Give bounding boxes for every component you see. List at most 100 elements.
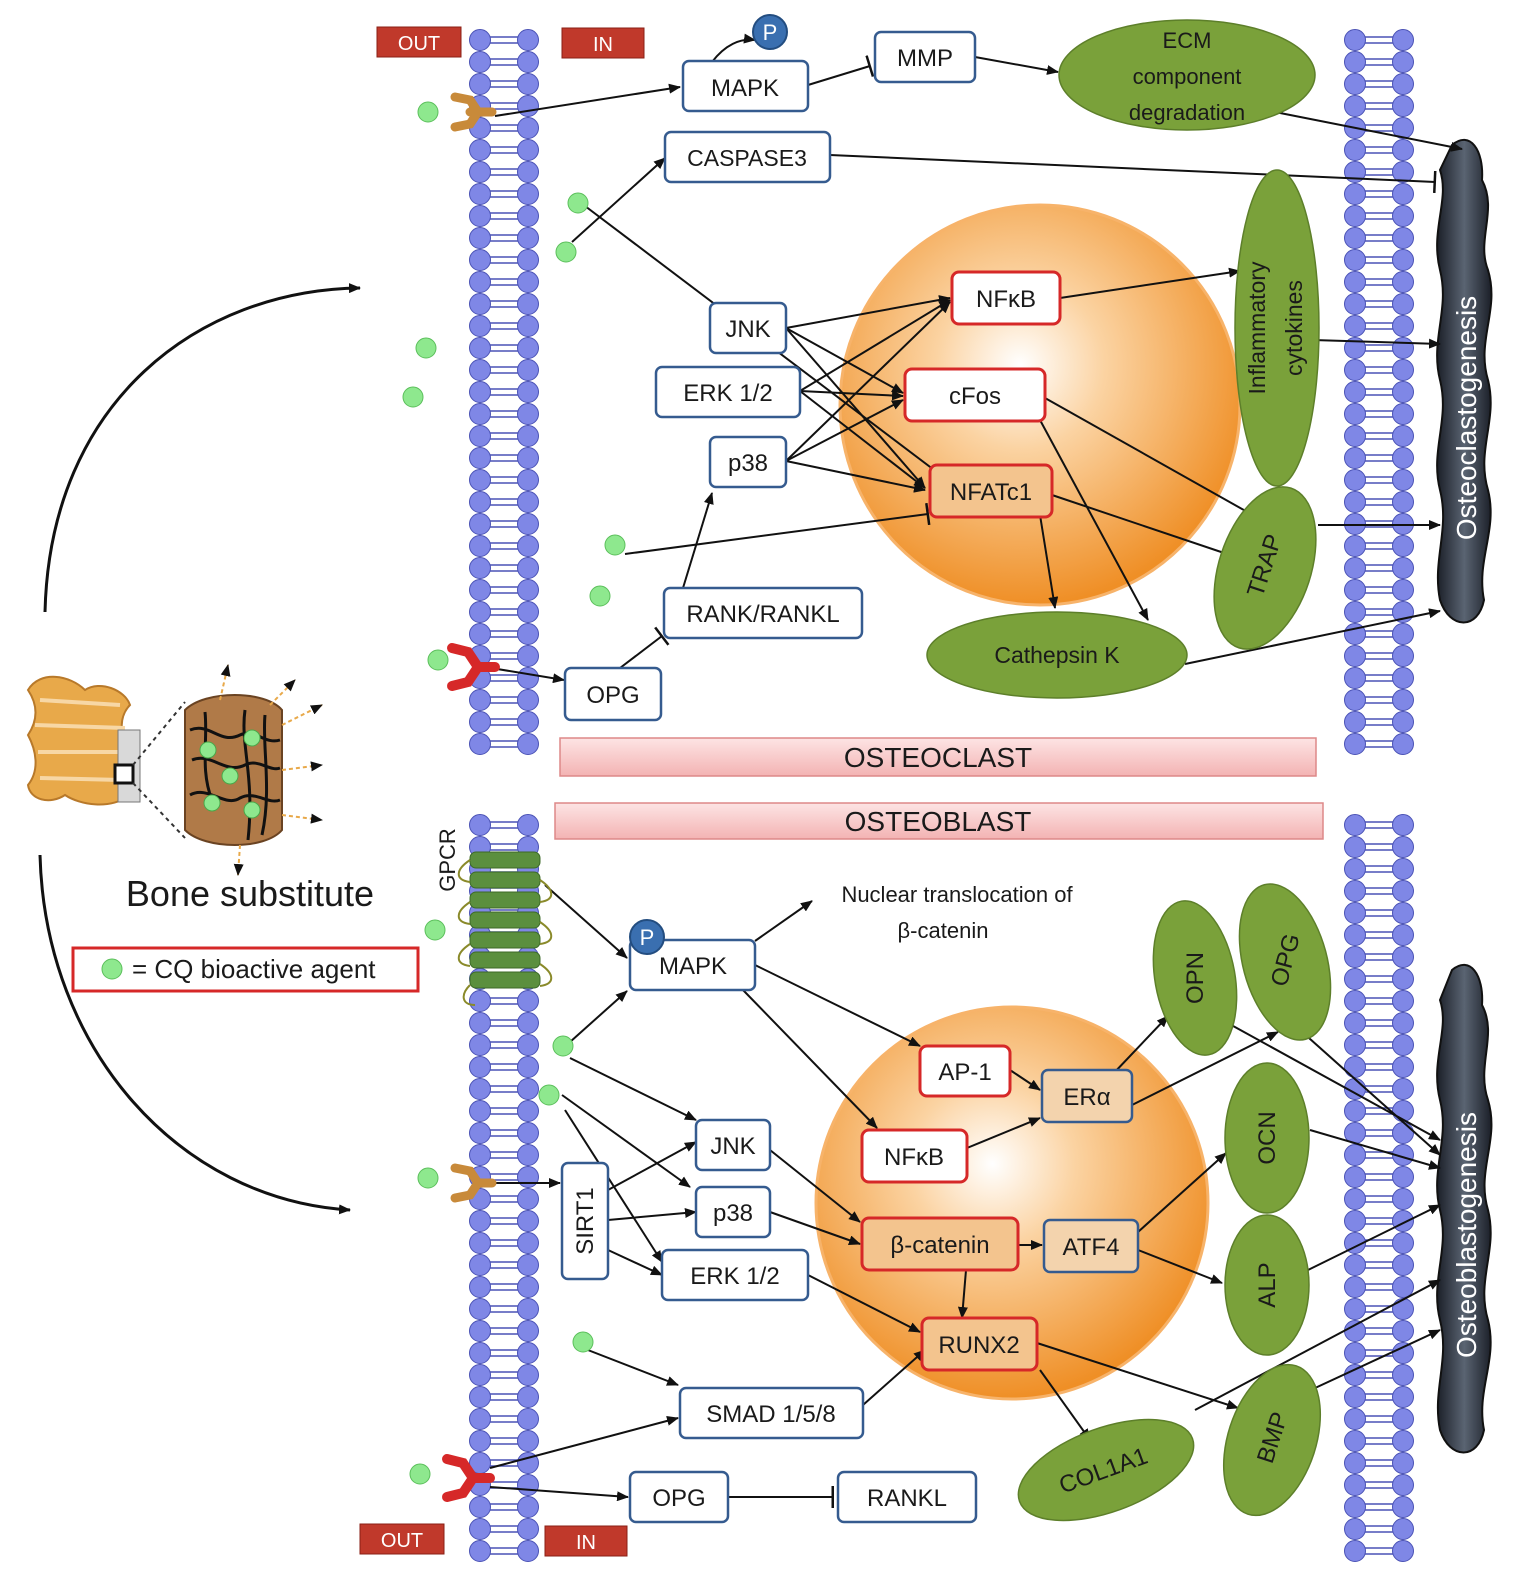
- osteoclastogenesis-column: Osteoclastogenesis: [1436, 138, 1493, 624]
- node-smad: SMAD 1/5/8: [678, 1386, 865, 1440]
- svg-text:Inflammatory: Inflammatory: [1244, 261, 1270, 394]
- gpcr-receptor: [457, 851, 553, 1006]
- svg-text:OPN: OPN: [1182, 952, 1209, 1004]
- svg-text:p38: p38: [728, 450, 768, 477]
- svg-text:CASPASE3: CASPASE3: [687, 145, 807, 171]
- svg-text:NFκB: NFκB: [884, 1144, 944, 1171]
- node-opn: OPN: [1152, 900, 1238, 1056]
- node-trap: TRAP: [1213, 486, 1317, 650]
- bone-substitute-illustration: [26, 664, 323, 876]
- node-bmp: BMP: [1222, 1363, 1322, 1517]
- curve-arrow-to-osteoblast: [38, 854, 351, 1215]
- svg-text:OSTEOBLAST: OSTEOBLAST: [845, 806, 1032, 837]
- receptor-orange-bottom: [450, 1163, 497, 1203]
- svg-text:JNK: JNK: [710, 1133, 755, 1160]
- gpcr-label: GPCR: [435, 828, 460, 892]
- node-p38-top: p38: [708, 435, 788, 489]
- svg-text:MAPK: MAPK: [711, 75, 779, 102]
- svg-text:ECM: ECM: [1163, 28, 1212, 53]
- svg-text:OPG: OPG: [652, 1485, 705, 1512]
- phospho-badge-top: P: [752, 14, 788, 50]
- node-caspase3: CASPASE3: [663, 130, 832, 184]
- svg-text:β-catenin: β-catenin: [898, 918, 989, 943]
- svg-text:degradation: degradation: [1129, 100, 1245, 125]
- bone-substitute-label: Bone substitute: [126, 873, 374, 914]
- svg-text:= CQ bioactive agent: = CQ bioactive agent: [132, 954, 376, 984]
- node-opg-top: OPG: [563, 666, 663, 722]
- svg-text:OCN: OCN: [1254, 1111, 1281, 1164]
- node-atf4: ATF4: [1042, 1218, 1140, 1274]
- node-erk-top: ERK 1/2: [654, 365, 802, 419]
- svg-text:RANK/RANKL: RANK/RANKL: [686, 601, 839, 628]
- node-opg-bottom: OPG: [628, 1470, 730, 1524]
- node-nfkb-bottom: NFκB: [860, 1128, 969, 1184]
- svg-text:ERα: ERα: [1063, 1084, 1110, 1111]
- svg-text:AP-1: AP-1: [938, 1059, 991, 1086]
- receptor-red-top: [447, 643, 500, 691]
- node-ecm-degradation: ECM component degradation: [1058, 19, 1316, 131]
- svg-text:P: P: [763, 20, 778, 45]
- svg-text:IN: IN: [576, 1532, 596, 1554]
- node-alp: ALP: [1224, 1214, 1310, 1356]
- node-rankl: RANKL: [836, 1470, 978, 1524]
- svg-text:Nuclear translocation of: Nuclear translocation of: [841, 882, 1073, 907]
- svg-text:SMAD 1/5/8: SMAD 1/5/8: [706, 1401, 835, 1428]
- svg-text:Osteoblastogenesis: Osteoblastogenesis: [1451, 1112, 1482, 1358]
- svg-text:NFATc1: NFATc1: [950, 479, 1032, 506]
- svg-text:Cathepsin K: Cathepsin K: [994, 642, 1120, 668]
- phospho-badge-bottom: P: [629, 919, 665, 955]
- node-col1a1: COL1A1: [1017, 1418, 1195, 1522]
- svg-text:ERK 1/2: ERK 1/2: [683, 380, 772, 407]
- svg-text:ALP: ALP: [1254, 1262, 1281, 1307]
- legend-box: = CQ bioactive agent: [71, 946, 420, 993]
- node-rank-rankl: RANK/RANKL: [662, 586, 864, 640]
- osteoclast-banner: OSTEOCLAST: [559, 737, 1317, 777]
- svg-text:cFos: cFos: [949, 383, 1001, 410]
- svg-text:JNK: JNK: [725, 316, 770, 343]
- svg-text:MAPK: MAPK: [659, 953, 727, 980]
- osteoblast-banner: OSTEOBLAST: [554, 802, 1324, 840]
- in-tag-bottom: IN: [544, 1525, 628, 1557]
- svg-text:ATF4: ATF4: [1063, 1234, 1120, 1261]
- node-beta-catenin: β-catenin: [860, 1216, 1020, 1272]
- node-inflammatory-cytokines: Inflammatory cytokines: [1234, 169, 1320, 487]
- node-ocn: OCN: [1224, 1062, 1310, 1214]
- osteoblastogenesis-column: Osteoblastogenesis: [1436, 963, 1493, 1454]
- svg-text:P: P: [640, 925, 655, 950]
- pathway-arrows: [484, 33, 1463, 1508]
- node-mapk-bottom: MAPK: [628, 938, 757, 992]
- receptor-red-bottom: [442, 1454, 495, 1502]
- node-nfatc1: NFATc1: [928, 463, 1054, 519]
- svg-text:MMP: MMP: [897, 45, 953, 72]
- svg-text:OUT: OUT: [398, 33, 440, 55]
- svg-text:OPG: OPG: [586, 682, 639, 709]
- node-jnk-top: JNK: [708, 301, 788, 355]
- node-mapk-top: MAPK: [681, 59, 810, 113]
- node-nfkb-top: NFκB: [950, 270, 1062, 326]
- svg-text:β-catenin: β-catenin: [890, 1232, 989, 1259]
- cell-membranes: [469, 29, 1414, 1562]
- bioactive-agent-dots: [402, 101, 626, 1485]
- svg-text:OSTEOCLAST: OSTEOCLAST: [844, 742, 1032, 773]
- nuclear-translocation-note: Nuclear translocation of β-catenin: [841, 882, 1073, 943]
- svg-text:component: component: [1133, 64, 1242, 89]
- node-opg-ellipse: OPG: [1238, 883, 1332, 1041]
- node-cfos: cFos: [903, 367, 1047, 423]
- out-tag-bottom: OUT: [359, 1523, 445, 1555]
- node-ap1: AP-1: [918, 1044, 1012, 1098]
- node-runx2: RUNX2: [920, 1316, 1039, 1372]
- curve-arrow-to-osteoclast: [43, 283, 361, 613]
- node-erk-bottom: ERK 1/2: [660, 1248, 810, 1302]
- svg-text:RUNX2: RUNX2: [938, 1332, 1019, 1359]
- node-era: ERα: [1040, 1068, 1134, 1124]
- out-tag-top: OUT: [376, 26, 462, 58]
- svg-text:cytokines: cytokines: [1281, 280, 1307, 376]
- svg-text:OUT: OUT: [381, 1530, 423, 1552]
- in-tag-top: IN: [561, 27, 645, 59]
- node-p38-bottom: p38: [694, 1185, 772, 1239]
- node-mmp: MMP: [873, 30, 977, 84]
- svg-text:p38: p38: [713, 1200, 753, 1227]
- svg-text:RANKL: RANKL: [867, 1485, 947, 1512]
- node-cathepsin-k: Cathepsin K: [926, 611, 1188, 699]
